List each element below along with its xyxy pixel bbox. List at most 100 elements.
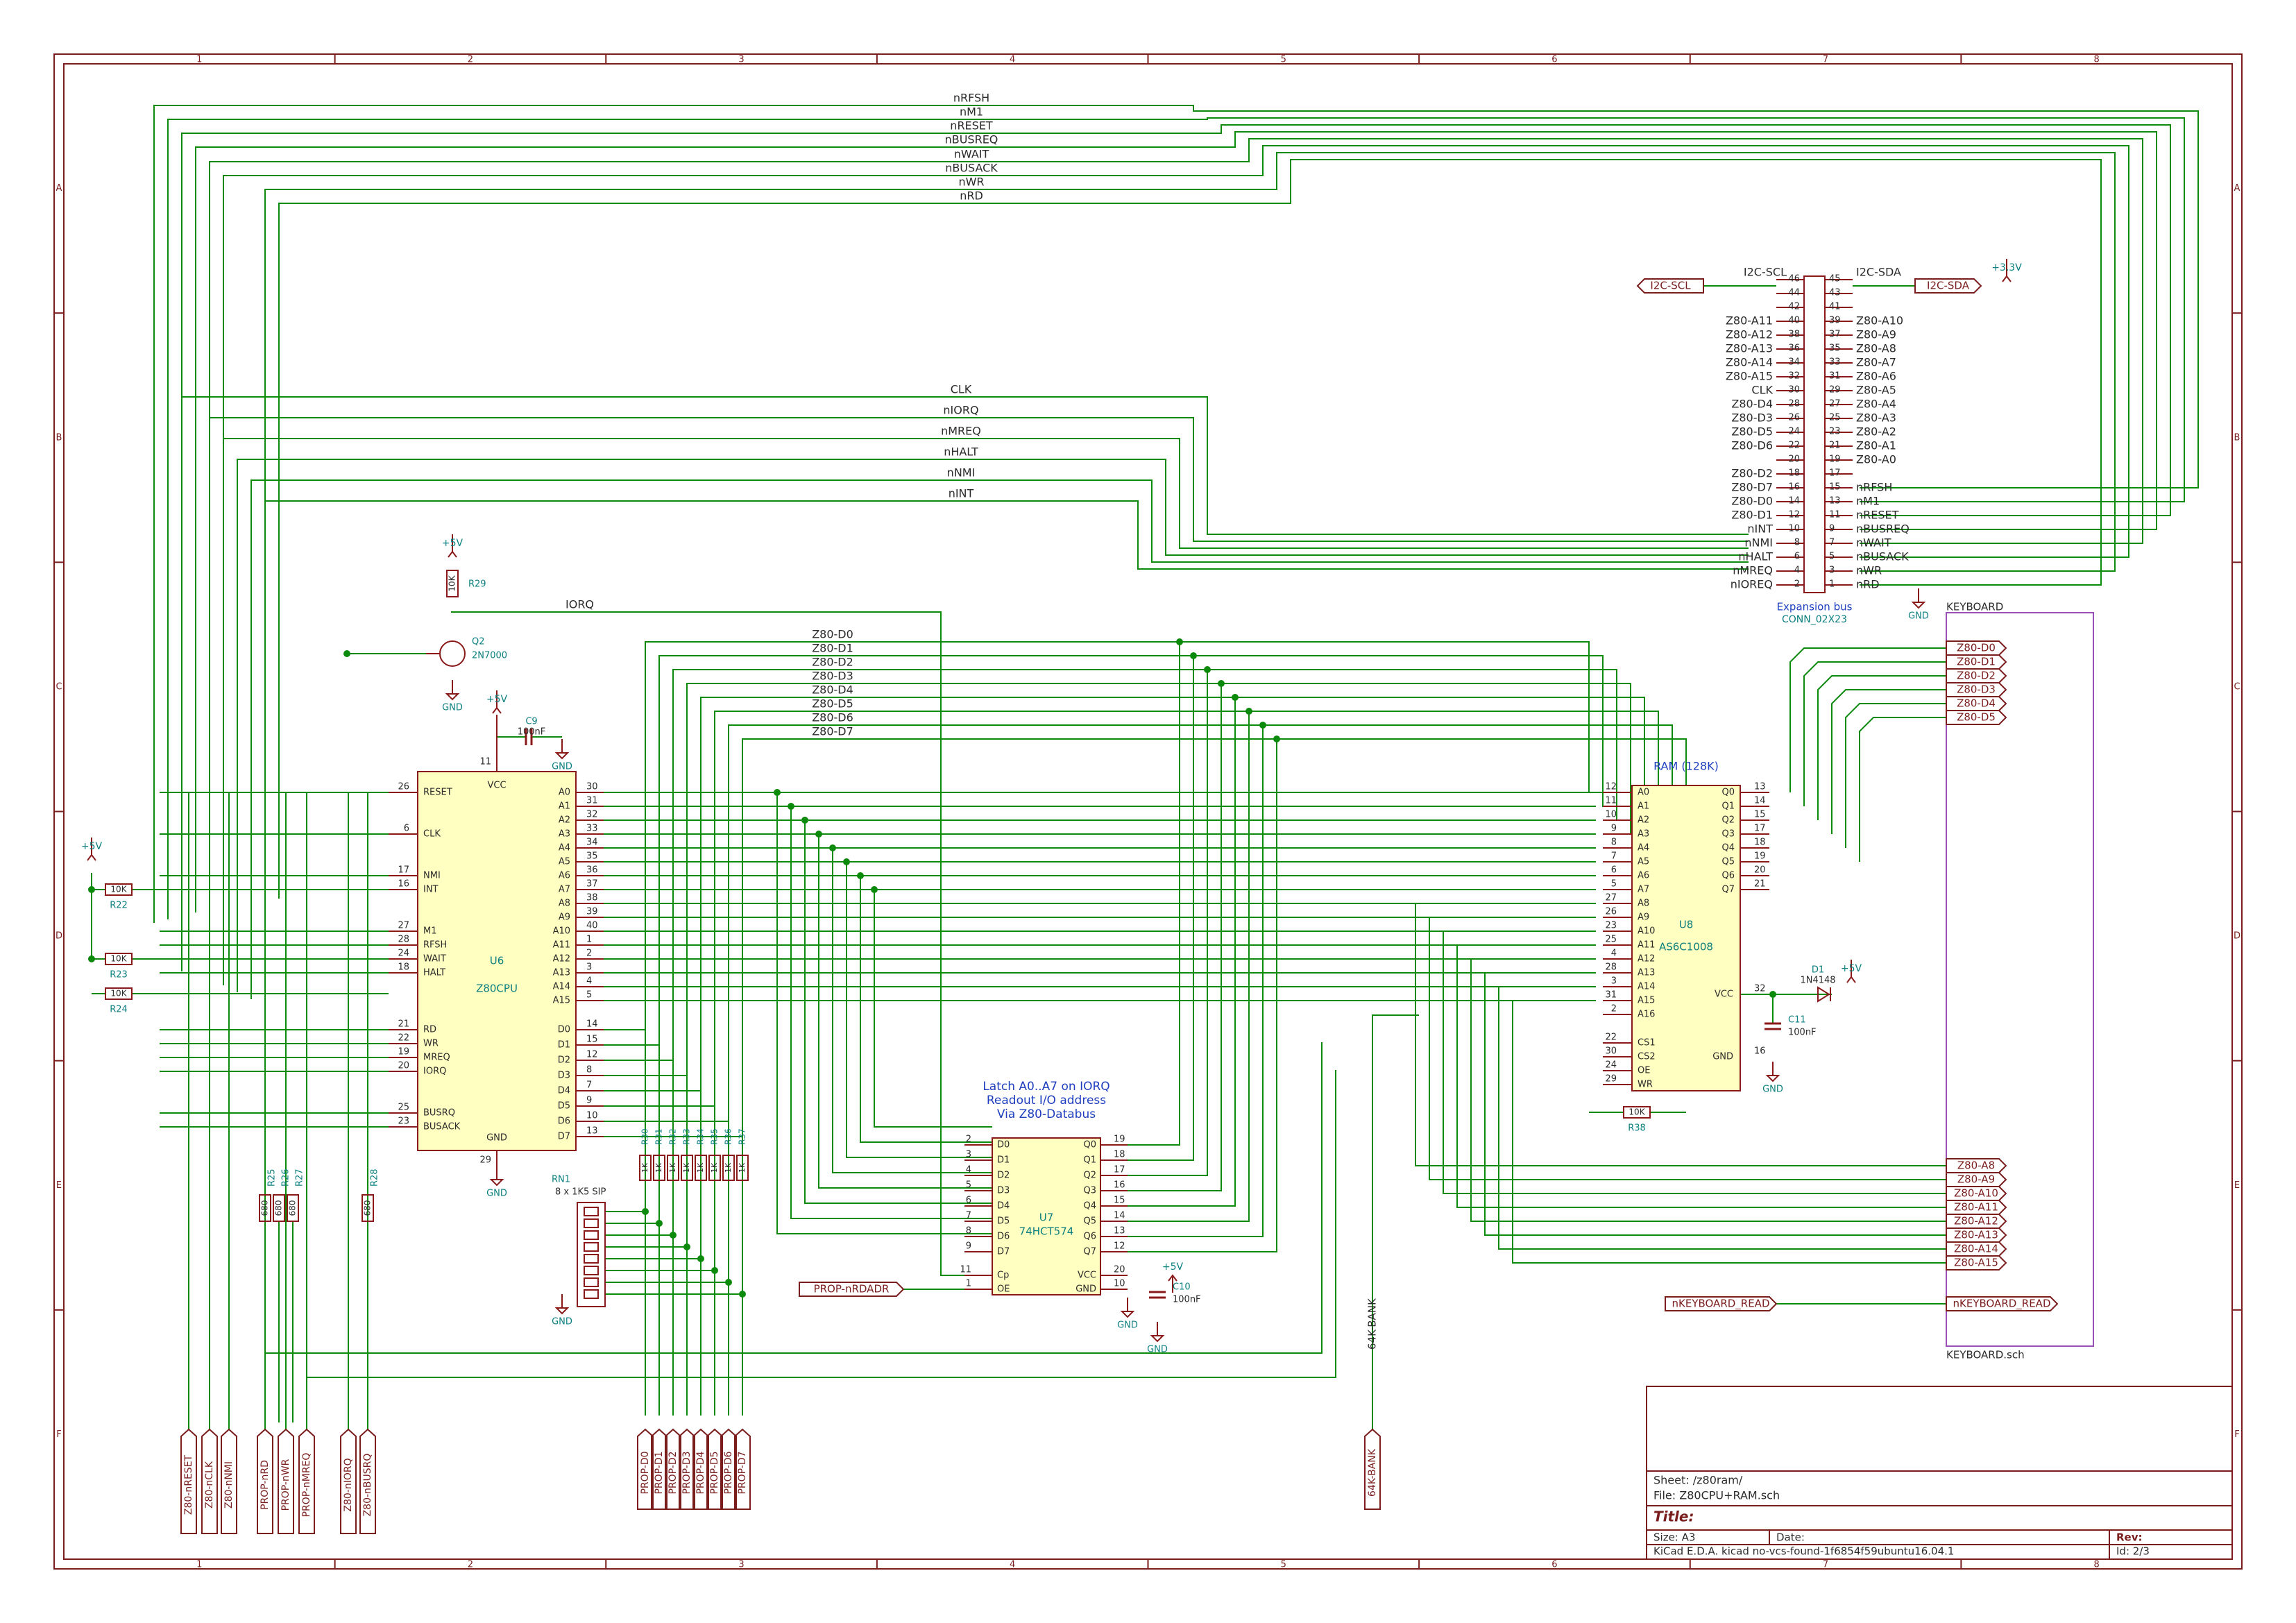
pin-number: 42 [1788, 302, 1800, 312]
bottom-data-port [734, 1428, 751, 1510]
rn1-element [584, 1289, 599, 1299]
resistor-r25-value: 680 [260, 1200, 270, 1216]
bus-label: nIORQ [943, 404, 978, 417]
pin-name: D7 [558, 1132, 570, 1142]
frame-col-label: 1 [196, 1560, 202, 1570]
keyboard-addr-wire [1512, 1001, 1946, 1264]
pin-number: 13 [586, 1126, 598, 1137]
outer-border [53, 53, 2243, 1570]
resistor-r38 [1623, 1106, 1651, 1119]
data-bus-wire [686, 683, 1222, 1191]
junction-dot [829, 844, 836, 851]
ref-designator: U8 [1679, 919, 1694, 931]
pin-name: M1 [423, 926, 437, 937]
bank-label: 64K-BANK [1366, 1298, 1379, 1350]
rn1-element [584, 1277, 599, 1287]
pin-name: A8 [559, 899, 570, 909]
connector-net-label: nWR [1856, 564, 1882, 577]
pin-number: 24 [1788, 427, 1800, 437]
tb-sheet: Sheet: /z80ram/ [1653, 1474, 1743, 1487]
pin-number: 14 [1788, 496, 1800, 507]
junction-dot [1218, 680, 1225, 687]
bus-label: Z80-D4 [812, 683, 853, 697]
keyboard-addr-port-label: Z80-A12 [1954, 1215, 1998, 1227]
i2c-sda-port [1914, 278, 1982, 294]
keyboard-read-port-label: nKEYBOARD_READ [1953, 1298, 2051, 1311]
pin-number: 20 [1114, 1265, 1125, 1275]
ref-designator: U7 [1039, 1212, 1054, 1224]
pin-number: 16 [398, 879, 409, 890]
pin-number: 36 [586, 865, 598, 876]
keyboard-addr-port [1946, 1214, 2007, 1229]
junction-dot [1769, 991, 1776, 998]
pin-number: 15 [1829, 482, 1841, 493]
i2c-scl-port-label: I2C-SCL [1650, 280, 1691, 292]
series-resistor-value: 1K [696, 1162, 705, 1173]
power-arrow [1846, 976, 1856, 983]
pin-number: 7 [1829, 538, 1835, 548]
pin-number: 22 [1605, 1033, 1617, 1043]
nkeyboard-read-port-label: nKEYBOARD_READ [1672, 1298, 1770, 1311]
series-resistor-ref: R33 [682, 1128, 692, 1145]
connector-net-label: nWAIT [1856, 536, 1891, 550]
keyboard-data-port-label: Z80-D2 [1957, 670, 1996, 682]
junction-dot [1176, 638, 1183, 645]
pin-name: Q7 [1083, 1247, 1096, 1257]
bus-label: nM1 [960, 105, 983, 119]
pin-name: WR [423, 1039, 439, 1049]
pin-name: A12 [1638, 954, 1655, 965]
bottom-port-label: Z80-nIORQ [343, 1458, 354, 1511]
pin-number: 4 [1611, 949, 1617, 959]
keyboard-data-port [1946, 668, 2007, 683]
cap-value: 100nF [1788, 1028, 1817, 1038]
pin-number: 9 [586, 1096, 592, 1106]
keyboard-data-wire [1831, 689, 1946, 834]
pin-name: CS1 [1638, 1038, 1656, 1048]
control-bus-wire [195, 131, 2157, 912]
data-bus-wire [658, 655, 1194, 1161]
pin-name: Q4 [1721, 843, 1735, 853]
resistor-ref: R24 [110, 1005, 128, 1015]
series-resistor [639, 1155, 652, 1181]
gnd-icon [1911, 602, 1926, 609]
power-5v-label: +5V [81, 841, 103, 852]
pin-number: 34 [1788, 357, 1800, 368]
bottom-port-label: Z80-nBUSRQ [362, 1454, 373, 1517]
pin-name: VCC [487, 781, 506, 791]
resistor-ref: R29 [468, 579, 486, 590]
bus-label: nNMI [947, 466, 976, 479]
frame-row-label: E [56, 1180, 62, 1191]
pin-number: 38 [586, 893, 598, 903]
pin-number: 27 [398, 921, 409, 931]
series-resistor [653, 1155, 665, 1181]
control-bus-wire [223, 145, 2129, 906]
pin-name: A7 [559, 885, 570, 895]
ctrl-mid-wire [264, 500, 1749, 1006]
resistor-r23 [105, 953, 133, 965]
frame-col-label: 6 [1551, 1560, 1557, 1570]
pin-number: 35 [586, 851, 598, 862]
pin-number: 31 [586, 796, 598, 806]
resistor-r27-value: 680 [288, 1200, 298, 1216]
pin-name: A11 [1638, 940, 1655, 951]
ram-title: RAM (128K) [1653, 760, 1719, 773]
pin-name: Q2 [1083, 1171, 1096, 1181]
pin-number: 4 [586, 976, 592, 987]
latch-address-wire [874, 890, 992, 1128]
pin-number: 21 [1754, 879, 1766, 890]
keyboard-addr-port-label: Z80-A13 [1954, 1229, 1998, 1241]
pin-number: 43 [1829, 288, 1841, 298]
pin-number: 10 [1788, 524, 1800, 534]
bottom-data-port-label: PROP-D5 [709, 1451, 720, 1494]
pin-number: 25 [1829, 413, 1841, 423]
pin-name: A11 [553, 940, 570, 951]
pin-number: 25 [1605, 935, 1617, 945]
pin-number: 40 [1788, 316, 1800, 326]
pin-name: A16 [1638, 1010, 1655, 1020]
resistor-r26 [273, 1194, 285, 1222]
series-resistor-value: 1K [724, 1162, 733, 1173]
title-block: Sheet: /z80ram/File: Z80CPU+RAM.schTitle… [1646, 1386, 2233, 1560]
latch-address-wire [818, 834, 992, 1189]
pin-number: 28 [1788, 399, 1800, 409]
